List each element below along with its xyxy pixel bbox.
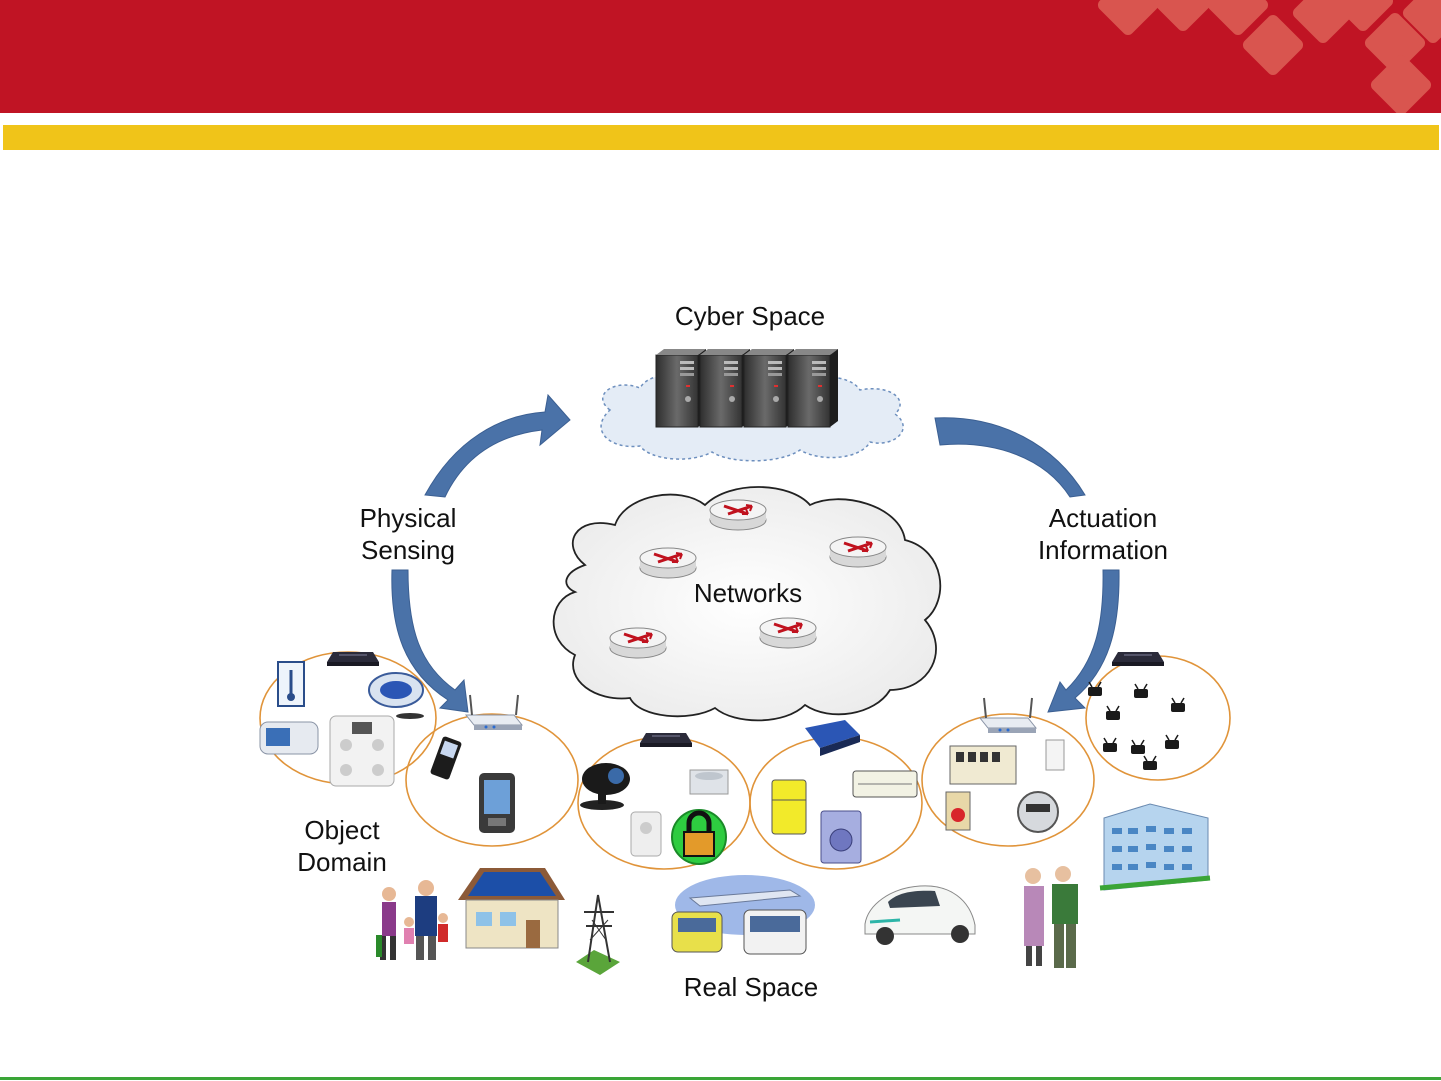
networks-label: Networks [680, 577, 816, 609]
mobile-phone-icon [430, 736, 462, 780]
transport-icon [672, 875, 815, 954]
server-icon [656, 349, 838, 427]
washing-machine-icon [821, 811, 861, 863]
actuation-information-label: Actuation Information [1023, 502, 1183, 566]
physical-sensing-arrow-up [425, 395, 570, 497]
webcam-icon [580, 763, 630, 810]
motion-sensor-icon [631, 812, 661, 856]
family-icon [376, 880, 448, 960]
wireless-router-icon [805, 720, 860, 756]
power-tower-icon [576, 895, 620, 975]
solar-house-icon [458, 868, 565, 948]
object-domain-line-2: Domain [282, 846, 402, 878]
pedometer-icon [369, 673, 424, 719]
electric-car-icon [865, 886, 975, 945]
body-scale-icon [330, 716, 394, 786]
office-building-icon [1100, 804, 1210, 890]
cyber-space-label: Cyber Space [660, 300, 840, 332]
air-conditioner-icon [853, 771, 917, 797]
actuation-information-line-2: Information [1023, 534, 1183, 566]
thermometer-icon [278, 662, 304, 706]
pda-icon [479, 773, 515, 833]
physical-sensing-line-2: Sensing [338, 534, 478, 566]
footer-line [0, 1077, 1441, 1080]
physical-sensing-line-1: Physical [338, 502, 478, 534]
refrigerator-icon [772, 780, 806, 834]
electric-meter-icon [1018, 792, 1058, 832]
actuation-information-line-1: Actuation [1023, 502, 1183, 534]
blood-pressure-monitor-icon [260, 722, 318, 754]
elderly-couple-icon [1024, 866, 1078, 968]
real-space-label: Real Space [668, 971, 834, 1003]
battery-icon [946, 792, 970, 830]
physical-sensing-label: Physical Sensing [338, 502, 478, 566]
actuation-arrow-down [1048, 570, 1119, 712]
smoke-detector-icon [690, 770, 728, 794]
object-domain-line-1: Object [282, 814, 402, 846]
object-domain-label: Object Domain [282, 814, 402, 878]
padlock-icon [672, 810, 726, 864]
sensor-node-icon [1046, 740, 1064, 770]
actuation-arrow-top [935, 418, 1085, 497]
distribution-panel-icon [950, 746, 1016, 784]
